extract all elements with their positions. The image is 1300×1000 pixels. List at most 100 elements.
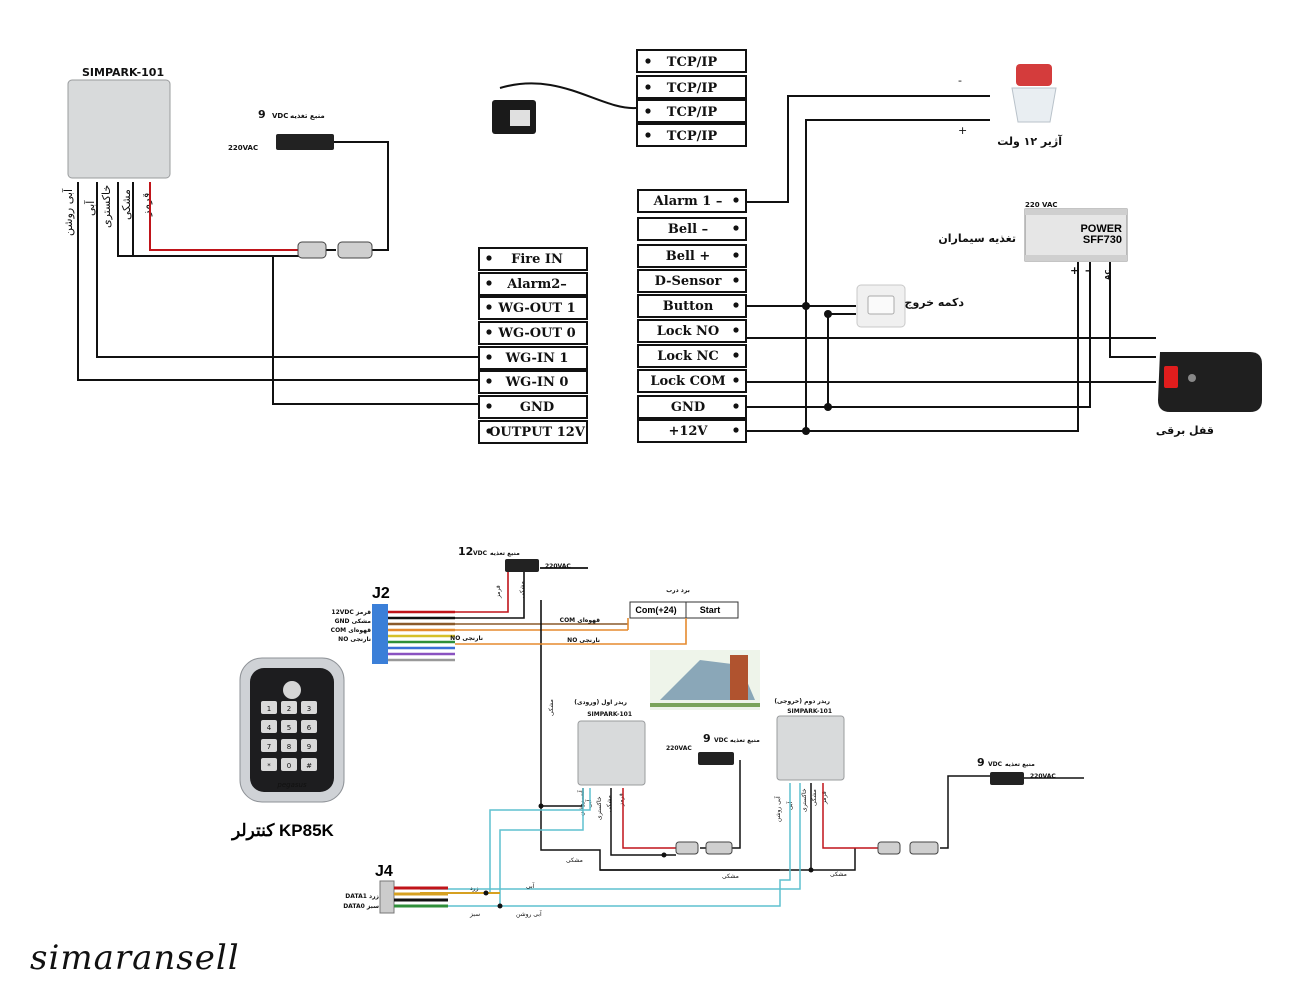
left-terminal-box bbox=[478, 370, 588, 394]
psu12-title: منبع تغذیه bbox=[490, 550, 520, 557]
siren: - + آژیر ۱۲ ولت bbox=[958, 64, 1062, 148]
left-terminal-label: WG-OUT 1 bbox=[497, 301, 575, 316]
bus-label-black1: مشکی bbox=[566, 857, 583, 864]
left-terminal-label: Alarm2– bbox=[506, 277, 567, 292]
power-supply: 220 VAC POWER SFF730 تغذیه سیماران + – A… bbox=[938, 201, 1128, 280]
no-line-label: NO نارنجی bbox=[567, 637, 600, 644]
exit-button-label: دکمه خروج bbox=[905, 296, 965, 310]
reader2-wire-0: آبی روشن bbox=[773, 796, 782, 822]
reader2-model: SIMPARK-101 bbox=[787, 708, 832, 715]
brand-logo: simaransell bbox=[30, 938, 240, 978]
left-terminal-box bbox=[478, 420, 588, 444]
left-terminal-screw-icon bbox=[486, 403, 492, 409]
keypad-brand: pegasus bbox=[276, 781, 307, 789]
keypad-key bbox=[301, 758, 317, 771]
top-psu-voltage: 9 bbox=[258, 108, 266, 121]
right-terminal-box bbox=[637, 344, 747, 368]
right-terminal-screw-icon bbox=[733, 352, 739, 358]
keypad-key-label: 9 bbox=[307, 743, 311, 751]
left-terminal-box bbox=[478, 296, 588, 320]
right-terminal-label: Button bbox=[663, 299, 714, 314]
left-terminal-screw-icon bbox=[486, 354, 492, 360]
psu9a-unit: VDC bbox=[714, 737, 729, 744]
com-line-label: COM قهوه‌ای bbox=[560, 617, 600, 624]
top-psu-input: 220VAC bbox=[228, 144, 258, 152]
left-terminal-label: WG-OUT 0 bbox=[497, 326, 575, 341]
keypad-key bbox=[281, 701, 297, 714]
top-reader-wire-labels: آبی روشن آبی خاکستری مشکی قرمز bbox=[61, 185, 153, 236]
j2-pin-12v: 12VDC قرمز bbox=[331, 609, 371, 616]
keypad-key bbox=[281, 739, 297, 752]
siren-plus: + bbox=[958, 124, 967, 137]
keypad-key-label: 2 bbox=[287, 705, 291, 713]
right-terminal-screw-icon bbox=[733, 197, 739, 203]
bottom-reader1: ریدر اول (ورودی) SIMPARK-101 آبی روشن آب… bbox=[574, 699, 646, 820]
reader2-wire-3: مشکی bbox=[811, 789, 818, 806]
power-label: تغذیه سیماران bbox=[938, 232, 1016, 245]
right-terminal-screw-icon bbox=[733, 225, 739, 231]
right-terminal-label: Bell – bbox=[668, 222, 708, 237]
keypad-key bbox=[261, 701, 277, 714]
reader1-wire-0: آبی روشن bbox=[576, 790, 585, 816]
gate-illustration bbox=[650, 650, 760, 710]
reader1-wire-4: قرمز bbox=[618, 793, 625, 807]
keypad-key bbox=[281, 720, 297, 733]
wire-label-gray: خاکستری bbox=[100, 185, 113, 228]
controller-label: کنترلر KP85K bbox=[230, 821, 335, 841]
keypad-key-label: 7 bbox=[267, 743, 271, 751]
keypad-key bbox=[301, 720, 317, 733]
left-terminal-box bbox=[478, 321, 588, 345]
j2-pin-gnd: GND مشکی bbox=[335, 618, 372, 625]
tcp-terminal-4: TCP/IP bbox=[667, 129, 718, 144]
psu9a-input: 220VAC bbox=[666, 745, 692, 752]
bottom-reader2: ریدر دوم (خروجی) SIMPARK-101 آبی روشن آب… bbox=[773, 698, 845, 822]
keypad-key-label: # bbox=[306, 762, 312, 770]
siren-label: آژیر ۱۲ ولت bbox=[997, 134, 1062, 148]
right-terminal-screw-icon bbox=[733, 427, 739, 433]
j4-connector: J4 DATA1 زرد DATA0 سبز bbox=[343, 863, 448, 914]
keypad-key bbox=[301, 739, 317, 752]
keypad-key-label: 1 bbox=[267, 705, 271, 713]
left-terminal-box bbox=[478, 346, 588, 370]
keypad-key bbox=[261, 720, 277, 733]
psu12-wire-black: مشکی bbox=[519, 581, 526, 598]
reader1-title: ریدر اول (ورودی) bbox=[574, 699, 627, 706]
keypad-key bbox=[281, 758, 297, 771]
right-terminal-screw-icon bbox=[733, 377, 739, 383]
top-psu-adapter bbox=[276, 134, 334, 150]
bottom-j2-wires bbox=[455, 567, 628, 700]
j2-connector: J2 12VDC قرمز GND مشکی COM قهوه‌ای NO نا… bbox=[331, 585, 390, 664]
door-board: برد درب Com(+24) Start bbox=[629, 587, 739, 619]
keypad-key-label: 0 bbox=[287, 762, 291, 770]
psu9a-title: منبع تغذیه bbox=[730, 737, 760, 744]
left-terminal-screw-icon bbox=[486, 304, 492, 310]
wire-label-lightblue: آبی روشن bbox=[61, 188, 75, 236]
left-terminal-screw-icon bbox=[486, 255, 492, 261]
door-board-wires bbox=[455, 618, 687, 645]
j2-title: J2 bbox=[372, 585, 390, 602]
left-terminal-label: WG-IN 0 bbox=[505, 375, 569, 390]
keypad-key-label: 3 bbox=[307, 705, 311, 713]
reader1-wire-1: آبی bbox=[584, 799, 593, 808]
keypad-key-label: 8 bbox=[287, 743, 291, 751]
ethernet-connector bbox=[492, 82, 637, 134]
right-terminal-screw-icon bbox=[733, 277, 739, 283]
psu9b-voltage: 9 bbox=[977, 756, 985, 769]
j2-no-label: NO نارنجی bbox=[450, 635, 483, 642]
reader1-wire-2: خاکستری bbox=[596, 796, 603, 820]
right-terminal-screw-icon bbox=[733, 327, 739, 333]
left-terminal-box bbox=[478, 272, 588, 296]
psu9b-title: منبع تغذیه bbox=[1005, 761, 1035, 768]
exit-button: دکمه خروج bbox=[856, 284, 965, 328]
left-terminal-label: OUTPUT 12V bbox=[489, 425, 586, 440]
reader2-wire-2: خاکستری bbox=[801, 788, 808, 812]
tcp-terminal-2: TCP/IP bbox=[667, 81, 718, 96]
keypad-key bbox=[261, 739, 277, 752]
left-terminal-screw-icon bbox=[486, 378, 492, 384]
psu12-voltage: 12 bbox=[458, 545, 473, 558]
power-ac: AC bbox=[1104, 269, 1112, 280]
left-terminal-screw-icon bbox=[486, 428, 492, 434]
bottom-wires bbox=[420, 567, 1084, 907]
right-terminal-label: Bell + bbox=[666, 249, 711, 264]
